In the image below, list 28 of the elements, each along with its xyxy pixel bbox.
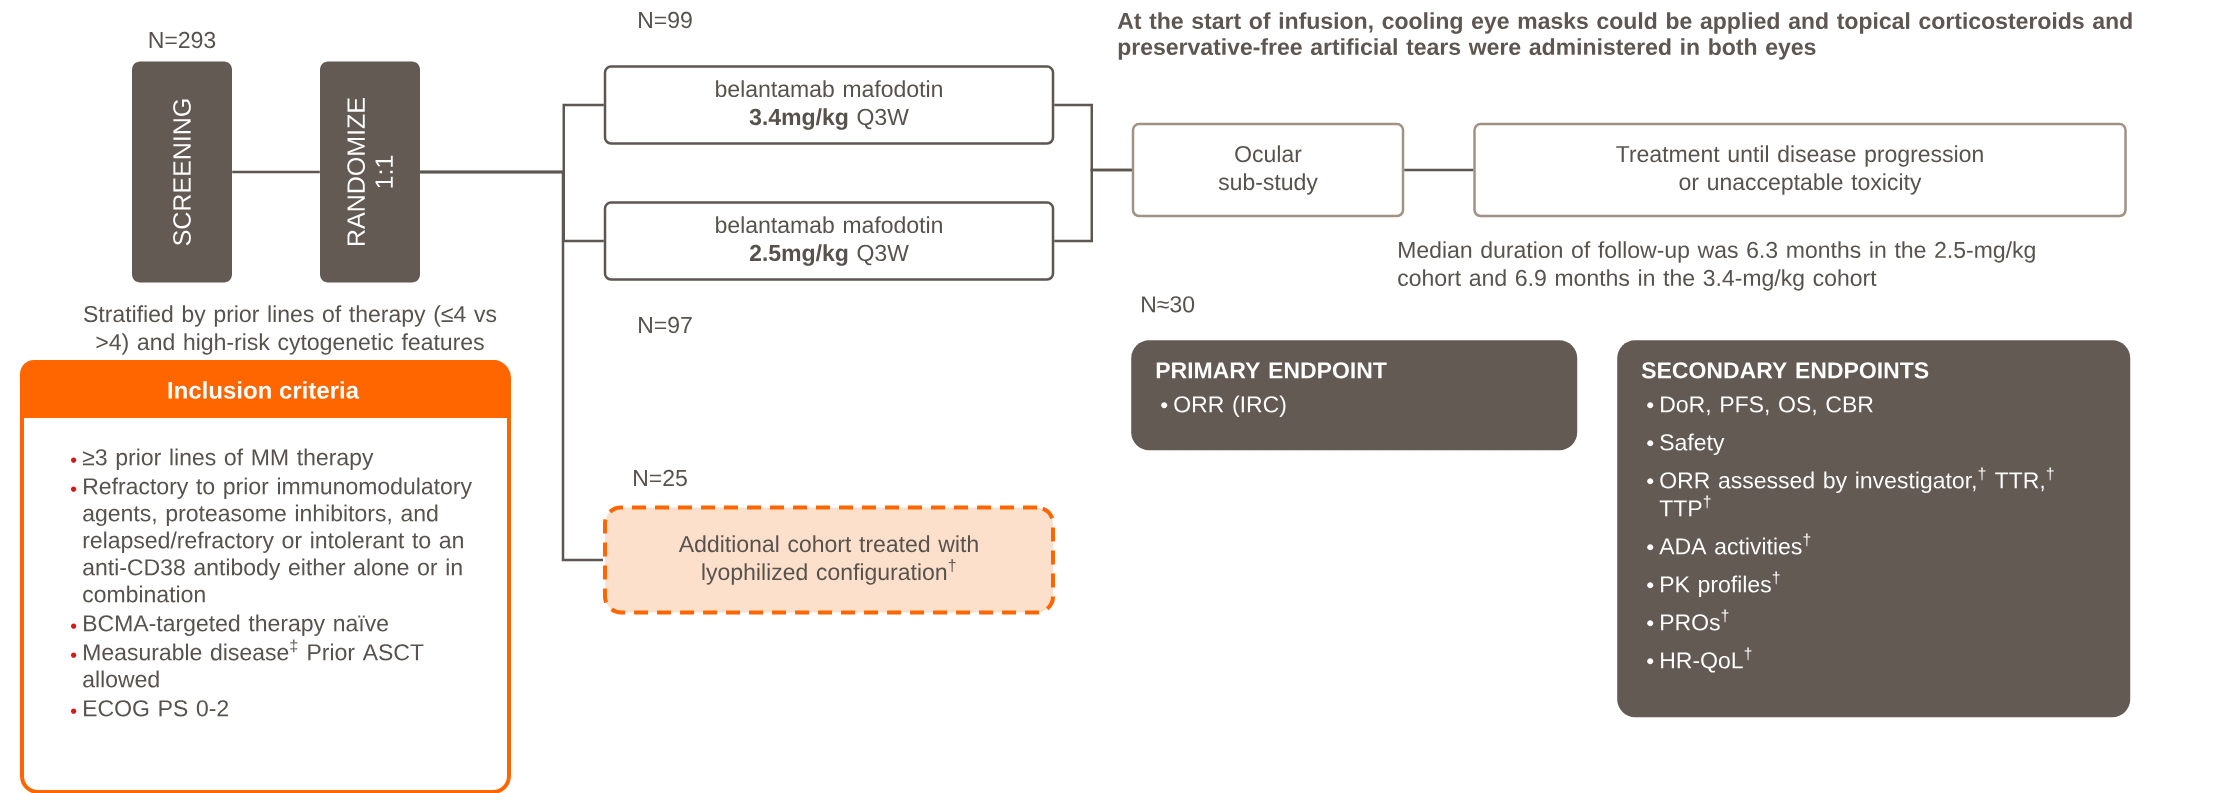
node-label: Refractory to prior immunomodulatory agents, proteasome inhibitors, and relapsed/refractory or intolerant to an anti-CD38 antibody either alone or in combination: [83, 477, 472, 603]
node-label: ≥3 prior lines of MM therapy: [82, 448, 374, 470]
note-text: At the start of infusion, cooling eye masks could be applied and topical corticosteroids and preservative-free artificial tears were administered in both eyes: [1117, 12, 2132, 60]
stage-box: SCREENING: [132, 61, 232, 283]
endpoint-box: SECONDARY ENDPOINTS DoR, PFS, OS, CBR Safety ORR assessed by investigator,$^{†}$ TTR,$^{†}$ TTP$^{†}$ ADA activities$^{†}$ PK profiles$^{†}$ PROs$^{†}$ HR-QoL$^{†}$: [1617, 340, 2131, 718]
sample-size-label: N=293: [149, 31, 216, 49]
node-label: ECOG PS 0-2: [84, 700, 229, 717]
node-label: Measurable disease$^{‡}$ Prior ASCT allowed: [83, 639, 424, 688]
stage-box: RANDOMIZE 1:1: [320, 61, 420, 283]
note-text: N≈30: [1142, 296, 1195, 313]
treatment-arm-box: belantamab mafodotin 3.4mg/kg Q3W: [603, 65, 1055, 145]
connector-line: [1054, 168, 1132, 243]
endpoint-box: PRIMARY ENDPOINT ORR (IRC): [1131, 340, 1578, 451]
sample-size-label: N=25: [634, 469, 687, 487]
criteria-list: ≥3 prior lines of MM therapy Refractory to prior immunomodulatory agents, proteasome inhibitors, and relapsed/refractory or intolerant to an anti-CD38 antibody either alone or in combination BCMA-targeted therapy naïve Measurable disease$^{‡}$ Prior ASCT allowed ECOG PS 0-2: [71, 448, 472, 717]
sample-size-label: N=97: [639, 316, 692, 334]
treatment-arm-box: belantamab mafodotin 2.5mg/kg Q3W: [603, 201, 1055, 281]
connector-line: [420, 170, 603, 562]
process-box: Ocular sub-study: [1131, 122, 1405, 218]
node-label: BCMA-targeted therapy naïve: [84, 614, 388, 636]
connector-line: [232, 170, 320, 174]
process-box: Treatment until disease progression or unacceptable toxicity: [1473, 122, 2127, 218]
stratification-note: Stratified by prior lines of therapy (≤4 vs >4) and high-risk cytogenetic features: [84, 305, 497, 355]
cohort-box: Additional cohort treated with lyophilized configuration$^{†}$: [603, 505, 1055, 615]
sample-size-label: N=99: [639, 11, 692, 29]
note-text: Median duration of follow-up was 6.3 months in the 2.5-mg/kg cohort and 6.9 months in the 3.4-mg/kg cohort: [1398, 241, 2035, 291]
header-bar: Inclusion criteria: [20, 360, 507, 418]
connector-line: [1404, 168, 1474, 172]
